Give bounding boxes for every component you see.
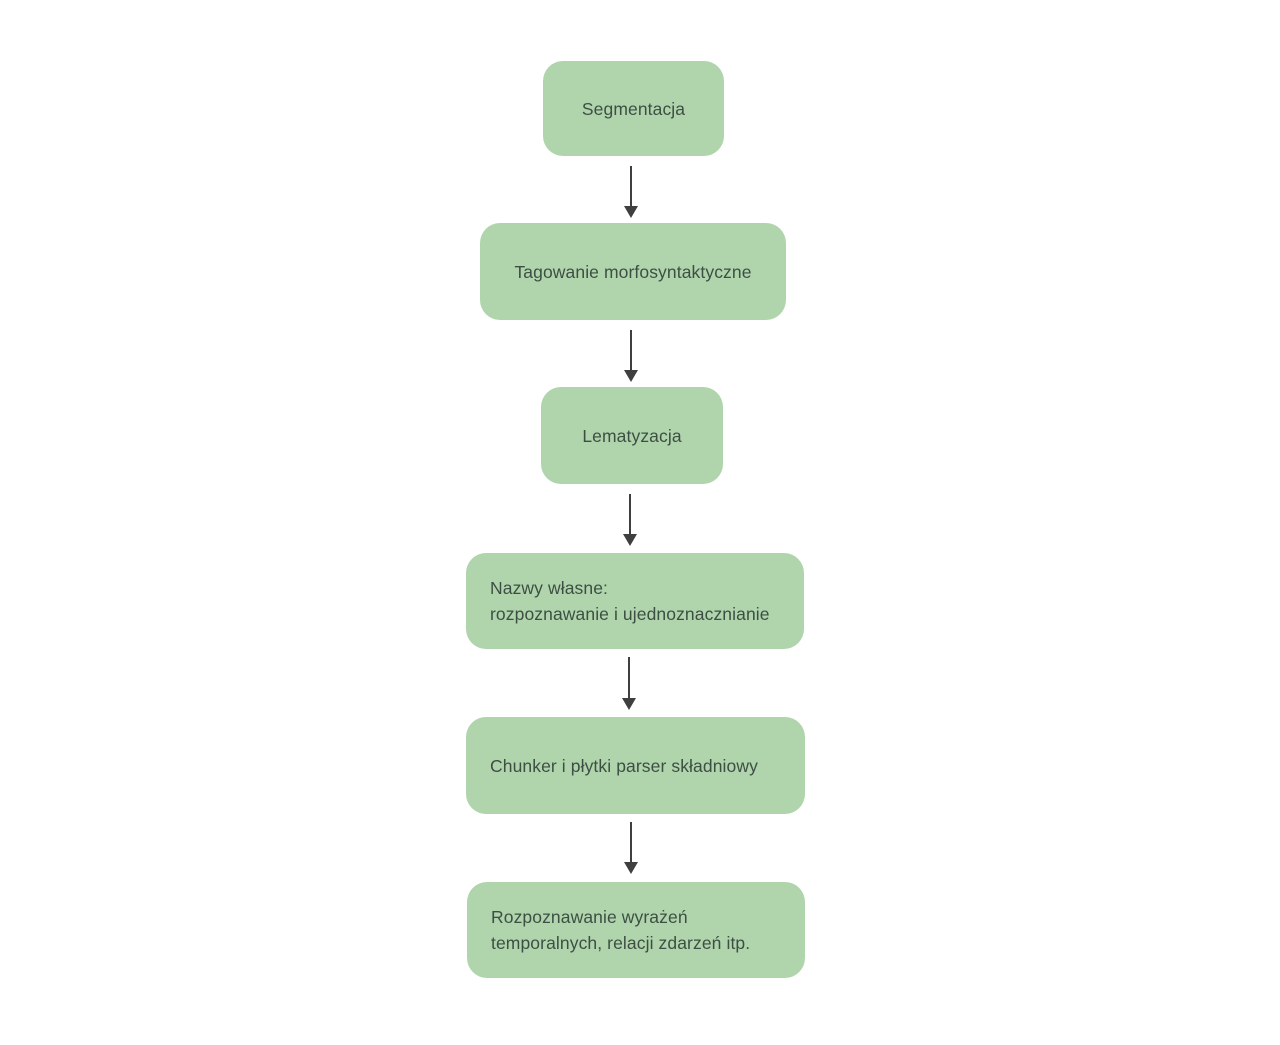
arrowhead-down-icon xyxy=(623,534,637,546)
arrow-shaft xyxy=(630,166,632,206)
arrowhead-down-icon xyxy=(624,862,638,874)
arrow-nazwy-wlasne-to-chunker xyxy=(622,657,636,710)
node-nazwy-wlasne: Nazwy własne: rozpoznawanie i ujednoznac… xyxy=(466,553,804,649)
node-lematyzacja: Lematyzacja xyxy=(541,387,723,484)
arrow-lematyzacja-to-nazwy-wlasne xyxy=(623,494,637,546)
node-tagowanie-morfosyntaktyczne: Tagowanie morfosyntaktyczne xyxy=(480,223,786,320)
arrow-shaft xyxy=(630,330,632,370)
arrow-shaft xyxy=(628,657,630,698)
arrowhead-down-icon xyxy=(624,206,638,218)
arrow-tagowanie-to-lematyzacja xyxy=(624,330,638,382)
arrow-shaft xyxy=(630,822,632,862)
node-chunker: Chunker i płytki parser składniowy xyxy=(466,717,805,814)
arrowhead-down-icon xyxy=(624,370,638,382)
node-segmentacja: Segmentacja xyxy=(543,61,724,156)
arrowhead-down-icon xyxy=(622,698,636,710)
arrow-shaft xyxy=(629,494,631,534)
arrow-chunker-to-temporalne xyxy=(624,822,638,874)
node-rozpoznawanie-temporalnych: Rozpoznawanie wyrażeń temporalnych, rela… xyxy=(467,882,805,978)
arrow-segmentacja-to-tagowanie xyxy=(624,166,638,218)
